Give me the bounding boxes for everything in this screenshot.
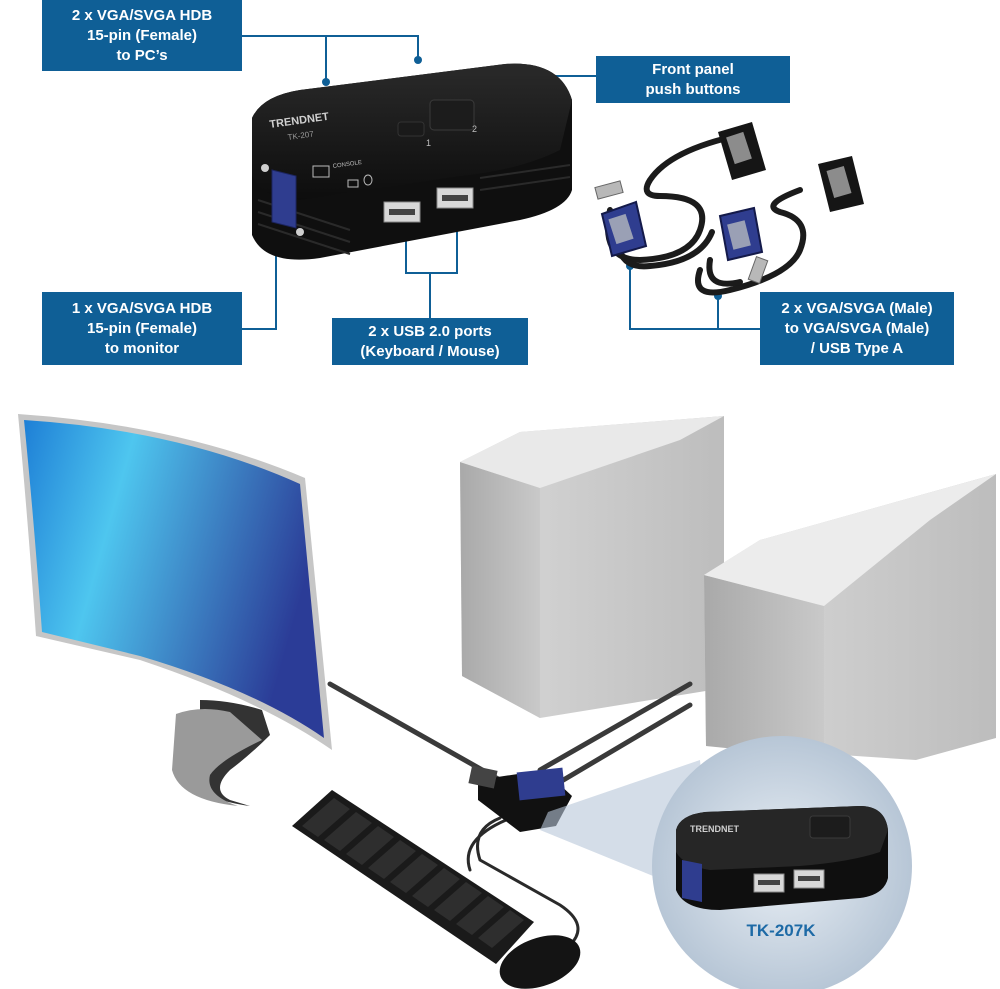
kvm-switch: TRENDNET TK-207 1 2 CONSOLE: [252, 63, 572, 260]
callout-usb-ports: 2 x USB 2.0 ports (Keyboard / Mouse): [332, 318, 528, 365]
callout-pc-ports: 2 x VGA/SVGA HDB 15-pin (Female) to PC’s: [42, 0, 242, 71]
callout-front-buttons-line-1: Front panel: [652, 60, 734, 78]
callout-usb-ports-line-1: 2 x USB 2.0 ports: [368, 322, 492, 340]
keyboard: [292, 790, 534, 964]
inset-magnifier: TRENDNET: [540, 736, 912, 989]
mouse: [499, 935, 581, 989]
pc-tower-back: [460, 416, 724, 718]
pc-tower-front: [704, 474, 996, 760]
scene-cables: [327, 681, 693, 947]
monitor-icon: [312, 165, 330, 178]
callout-monitor-port-line-1: 1 x VGA/SVGA HDB: [71, 299, 213, 317]
inset-kvm-switch: TRENDNET: [676, 806, 888, 910]
callout-cables-line-1: 2 x VGA/SVGA (Male): [781, 299, 933, 317]
keyboard-icon: [347, 179, 359, 188]
callout-pc-ports-line-1: 2 x VGA/SVGA HDB: [71, 6, 213, 24]
callout-front-buttons-line-2: push buttons: [645, 80, 741, 98]
callout-cables: 2 x VGA/SVGA (Male) to VGA/SVGA (Male) /…: [760, 292, 954, 365]
callout-monitor-port-line-3: to monitor: [104, 339, 180, 357]
inset-model-label: TK-207K: [746, 921, 816, 940]
callout-usb-ports-line-2: (Keyboard / Mouse): [360, 342, 500, 360]
callout-pc-ports-line-3: to PC’s: [116, 46, 168, 64]
device-model-small: TK-207: [287, 129, 315, 142]
vga-cable-bundle: [594, 122, 864, 296]
vga-monitor-port: [271, 169, 297, 229]
callout-front-buttons: Front panel push buttons: [596, 56, 790, 103]
callout-monitor-port-line-2: 15-pin (Female): [86, 319, 198, 337]
monitor: [18, 414, 332, 806]
console-label: CONSOLE: [332, 160, 362, 170]
callout-cables-line-3: / USB Type A: [810, 339, 904, 357]
callout-pc-ports-line-2: 15-pin (Female): [86, 26, 198, 44]
button-number-1: 1: [426, 138, 431, 148]
button-number-2: 2: [472, 124, 477, 134]
callout-monitor-port: 1 x VGA/SVGA HDB 15-pin (Female) to moni…: [42, 292, 242, 365]
inset-device-brand: TRENDNET: [690, 824, 740, 834]
callout-cables-line-2: to VGA/SVGA (Male): [784, 319, 930, 337]
mouse-icon: [363, 174, 373, 186]
